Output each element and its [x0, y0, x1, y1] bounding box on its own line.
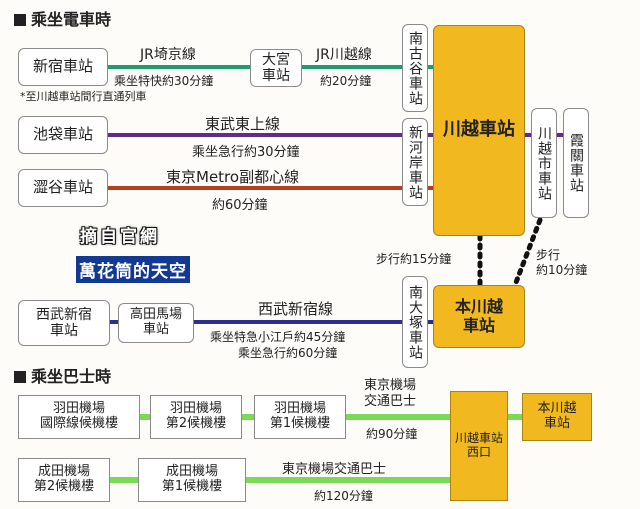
watermark-source: 摘自官網	[80, 227, 160, 247]
walk-15-label: 步行約15分鐘	[376, 252, 452, 266]
tobu-tojo-time: 乘坐急行約30分鐘	[192, 145, 300, 160]
stop-narita-t2: 成田機場 第2候機樓	[18, 458, 110, 502]
watermark-blog: 萬花筒的天空	[76, 256, 190, 283]
jr-kawagoe-time: 約20分鐘	[320, 74, 372, 88]
jr-saikyo-label: JR埼京線	[140, 47, 196, 63]
walk-10-label: 步行 約10分鐘	[536, 248, 588, 277]
jr-saikyo-note: *至川越車站間行直通列車	[20, 90, 147, 103]
metro-fukutoshin-label: 東京Metro副都心線	[166, 168, 300, 186]
jr-kawagoe-label: JR川越線	[316, 47, 372, 63]
station-kawagoeshi: 川越市車站	[531, 108, 557, 218]
stop-haneda-t1: 羽田機場 第1候機樓	[254, 395, 346, 439]
haneda-bus-time: 約90分鐘	[366, 427, 418, 441]
seibu-time-limited-express: 乘坐特急小江戶約45分鐘	[210, 330, 346, 344]
station-kasumigaseki: 霞關車站	[563, 108, 589, 218]
station-shibuya: 澀谷車站	[18, 169, 108, 207]
station-kawagoe: 川越車站	[433, 25, 525, 236]
bus-section-label: 乘坐巴士時	[31, 367, 112, 386]
tobu-tojo-label: 東武東上線	[205, 115, 281, 133]
bus-section-header: 乘坐巴士時	[14, 363, 111, 387]
stop-haneda-t2: 羽田機場 第2候機樓	[150, 395, 242, 439]
station-minami-furuya: 南古谷車站	[402, 24, 428, 112]
section-square-icon	[14, 14, 26, 26]
narita-bus-label: 東京機場交通巴士	[282, 462, 387, 477]
station-shingashi: 新河岸車站	[402, 118, 428, 206]
station-shinjuku: 新宿車站	[18, 48, 108, 86]
station-takadanobaba: 高田馬場 車站	[118, 303, 194, 343]
stop-hon-kawagoe: 本川越 車站	[522, 393, 592, 441]
station-hon-kawagoe: 本川越 車站	[433, 285, 525, 348]
train-section-header: 乘坐電車時	[14, 6, 111, 30]
haneda-bus-label: 東京機場 交通巴士	[364, 378, 417, 409]
stop-narita-t1: 成田機場 第1候機樓	[138, 458, 246, 502]
station-omiya: 大宮 車站	[250, 49, 302, 87]
train-section-label: 乘坐電車時	[31, 10, 112, 29]
seibu-shinjuku-line-label: 西武新宿線	[258, 300, 334, 318]
stop-kawagoe-west: 川越車站 西口	[450, 391, 508, 501]
narita-bus-time: 約120分鐘	[314, 489, 373, 503]
section-square-icon	[14, 371, 26, 383]
stop-haneda-international: 羽田機場 國際線候機樓	[18, 395, 140, 439]
seibu-time-express: 乘坐急行約60分鐘	[238, 346, 338, 360]
station-ikebukuro: 池袋車站	[18, 116, 108, 154]
metro-fukutoshin-time: 約60分鐘	[212, 198, 268, 213]
station-minami-otsuka: 南大塚車站	[402, 276, 428, 368]
walk-path-10	[512, 217, 543, 288]
station-seibu-shinjuku: 西武新宿 車站	[18, 300, 110, 346]
jr-saikyo-time: 乘坐特快約30分鐘	[114, 74, 214, 88]
